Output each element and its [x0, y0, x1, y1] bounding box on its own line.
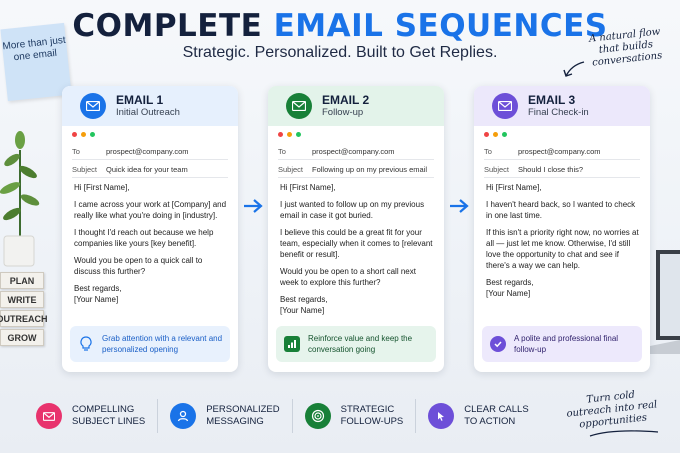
underline-squiggle	[589, 430, 659, 437]
block-grow: GROW	[0, 329, 44, 346]
email-sub: Initial Outreach	[116, 107, 180, 118]
envelope-icon	[36, 403, 62, 429]
handwritten-note-top: A natural flow that builds conversations	[588, 26, 663, 69]
feature-text: PERSONALIZED MESSAGING	[206, 404, 280, 427]
feature-text: CLEAR CALLS TO ACTION	[464, 404, 529, 427]
lightbulb-icon	[78, 336, 94, 352]
email-label: EMAIL 1	[116, 93, 164, 107]
callout: Grab attention with a relevant and perso…	[70, 326, 230, 362]
email-body: Hi [First Name], I haven't heard back, s…	[486, 183, 639, 298]
card-header: EMAIL 3 Final Check-in	[474, 86, 650, 126]
feature-personalized: PERSONALIZED MESSAGING	[158, 399, 293, 433]
feature-text: COMPELLING SUBJECT LINES	[72, 404, 146, 427]
email-sub: Follow-up	[322, 107, 364, 118]
feature-bar: COMPELLING SUBJECT LINES PERSONALIZED ME…	[24, 396, 554, 436]
feature-text: STRATEGIC FOLLOW-UPS	[340, 404, 404, 427]
feature-cta: CLEAR CALLS TO ACTION	[416, 399, 540, 433]
cursor-icon	[428, 403, 455, 429]
callout: A polite and professional final follow-u…	[482, 326, 642, 362]
window-dots	[278, 132, 301, 137]
email-body: Hi [First Name], I just wanted to follow…	[280, 183, 433, 315]
block-write: WRITE	[0, 291, 44, 308]
block-outreach: OUTREACH	[0, 310, 48, 327]
feature-subject-lines: COMPELLING SUBJECT LINES	[24, 399, 159, 433]
callout-text: A polite and professional final follow-u…	[514, 334, 619, 354]
callout-text: Grab attention with a relevant and perso…	[102, 334, 223, 354]
envelope-icon	[492, 93, 518, 119]
email-label: EMAIL 3	[528, 93, 576, 107]
feature-followups: STRATEGIC FOLLOW-UPS	[293, 399, 417, 433]
window-dots	[484, 132, 507, 137]
curved-arrow-icon	[563, 61, 585, 77]
page-subtitle: Strategic. Personalized. Built to Get Re…	[182, 44, 498, 61]
plant-icon	[0, 131, 40, 267]
block-plan: PLAN	[0, 272, 44, 289]
check-circle-icon	[490, 336, 506, 352]
email-sub: Final Check-in	[528, 107, 589, 118]
title-part2: EMAIL SEQUENCES	[273, 8, 608, 44]
word-blocks: PLAN WRITE OUTREACH GROW	[0, 272, 48, 348]
target-icon	[304, 403, 331, 429]
card-header: EMAIL 1 Initial Outreach	[62, 86, 238, 126]
handwritten-note-bottom: Turn cold outreach into real opportuniti…	[566, 389, 658, 431]
arrow-right-icon	[450, 199, 469, 213]
envelope-icon	[80, 93, 106, 119]
laptop-icon	[650, 250, 680, 354]
card-header: EMAIL 2 Follow-up	[268, 86, 444, 126]
envelope-icon	[286, 93, 312, 119]
sticky-note: More than just one email	[0, 22, 72, 102]
page-title: COMPLETE EMAIL SEQUENCES	[0, 8, 680, 44]
title-part1: COMPLETE	[72, 8, 263, 44]
email-body: Hi [First Name], I came across your work…	[74, 183, 227, 304]
callout-text: Reinforce value and keep the conversatio…	[308, 334, 413, 354]
arrow-right-icon	[244, 199, 263, 213]
person-icon	[170, 403, 197, 429]
callout: Reinforce value and keep the conversatio…	[276, 326, 436, 362]
bar-chart-icon	[284, 336, 300, 352]
window-dots	[72, 132, 95, 137]
email-label: EMAIL 2	[322, 93, 370, 107]
